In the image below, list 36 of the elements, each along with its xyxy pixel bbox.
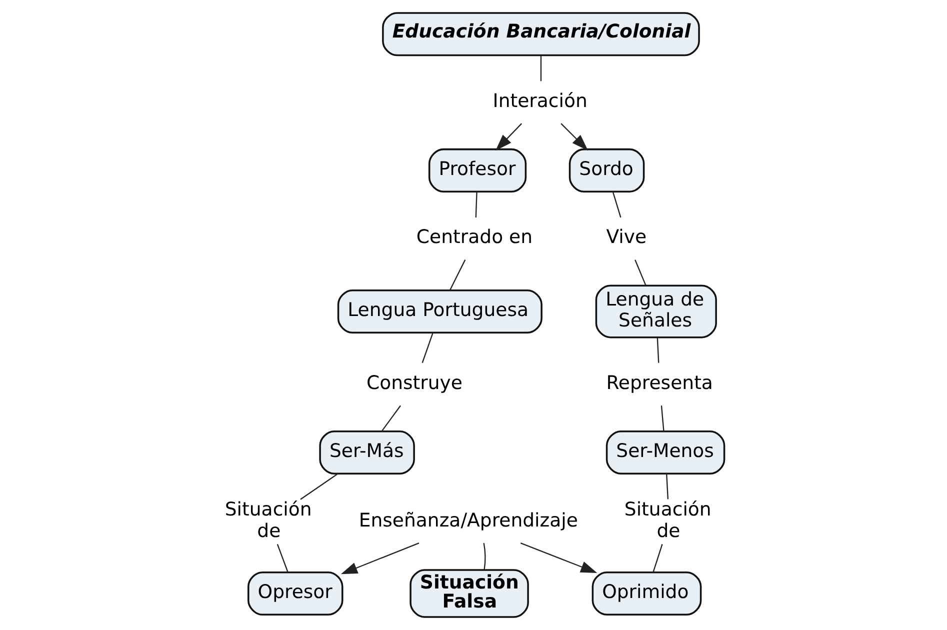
connector: [634, 260, 646, 286]
node-box: Situación Falsa: [409, 569, 528, 618]
connector: [612, 192, 621, 218]
connector: [652, 544, 662, 572]
node-box: Ser-Menos: [605, 430, 725, 475]
connector: [300, 473, 338, 500]
arrow: [495, 123, 522, 151]
connector: [660, 406, 664, 432]
node-text: Vive: [606, 227, 646, 248]
node-box: Opresor: [247, 571, 343, 616]
node-box: Oprimido: [591, 571, 702, 616]
node-text: Situación de: [624, 500, 711, 542]
connector: [276, 544, 288, 572]
connector: [449, 260, 466, 290]
node-box: Lengua de Señales: [594, 284, 716, 338]
node-text: Construye: [366, 372, 462, 394]
connector: [421, 332, 433, 364]
connector: [656, 338, 659, 363]
connector: [474, 192, 477, 218]
node-box: Educación Bancaria/Colonial: [382, 12, 700, 56]
connector: [482, 542, 486, 570]
node-text: Interación: [492, 90, 587, 112]
arrow: [520, 542, 597, 573]
node-box: Profesor: [428, 148, 526, 192]
connector: [540, 55, 542, 82]
node-box: Sordo: [568, 148, 644, 192]
connector: [666, 474, 668, 500]
arrow: [340, 542, 419, 574]
node-text: Enseñanza/Aprendizaje: [358, 510, 578, 532]
node-text: Representa: [606, 372, 712, 394]
arrow: [560, 123, 588, 151]
connector: [380, 405, 400, 432]
node-text: Centrado en: [416, 227, 532, 248]
node-box: Ser-Más: [318, 430, 414, 475]
node-text: Situación de: [224, 500, 312, 542]
node-box: Lengua Portuguesa: [336, 289, 542, 334]
